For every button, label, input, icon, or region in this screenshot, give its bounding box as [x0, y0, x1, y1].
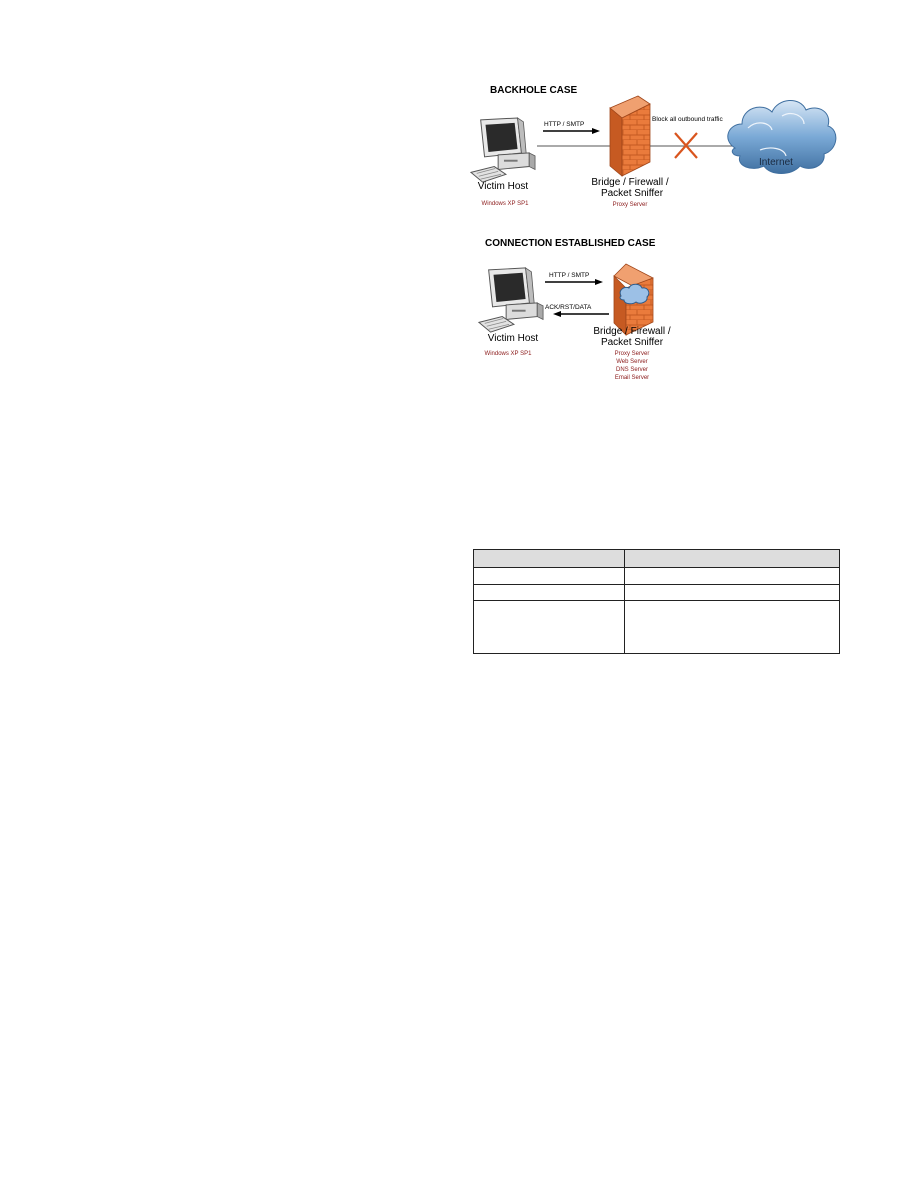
- block-x-icon: [674, 132, 698, 159]
- computer-icon: [470, 117, 536, 183]
- bridge-label-line2: Packet Sniffer: [601, 188, 664, 199]
- table-cell: [473, 567, 625, 585]
- request-arrow-label: HTTP / SMTP: [544, 121, 584, 128]
- network-diagram: BACKHOLE CASE Victim Host Windows XP SP1…: [470, 85, 837, 381]
- table-cell: [624, 600, 840, 654]
- bridge-role-label: Proxy Server: [613, 202, 648, 208]
- response-arrow-label: ACK/RST/DATA: [545, 304, 592, 311]
- backhole-case-title: BACKHOLE CASE: [490, 85, 578, 96]
- victim-host-label: Victim Host: [488, 333, 539, 344]
- table-cell: [473, 600, 625, 654]
- bridge-label-line1: Bridge / Firewall /: [591, 177, 668, 188]
- table-cell: [624, 584, 840, 601]
- table-row: [473, 567, 840, 585]
- table-row: [473, 584, 840, 601]
- bridge-label-line2: Packet Sniffer: [601, 337, 664, 348]
- victim-host-label: Victim Host: [478, 181, 529, 192]
- cloud-icon: [619, 283, 650, 305]
- internet-cloud-icon: [727, 100, 837, 174]
- table-header-cell: [473, 549, 625, 568]
- request-arrow-label: HTTP / SMTP: [549, 272, 589, 279]
- bridge-role-label: Email Server: [615, 375, 649, 381]
- request-arrowhead: [592, 128, 600, 134]
- internet-label: Internet: [759, 157, 793, 168]
- table-row: [473, 600, 840, 654]
- firewall-icon: [609, 95, 651, 177]
- table-header-row: [473, 549, 840, 568]
- computer-icon: [478, 267, 544, 333]
- bridge-role-label: DNS Server: [616, 367, 648, 373]
- table-header-cell: [624, 549, 840, 568]
- connection-established-case: CONNECTION ESTABLISHED CASE Victim Host …: [478, 238, 671, 381]
- connection-case-title: CONNECTION ESTABLISHED CASE: [485, 238, 656, 249]
- table-cell: [624, 567, 840, 585]
- request-arrowhead: [595, 279, 603, 285]
- bridge-label-line1: Bridge / Firewall /: [593, 326, 670, 337]
- block-traffic-label: Block all outbound traffic: [652, 116, 723, 123]
- table-cell: [473, 584, 625, 601]
- response-arrowhead: [553, 311, 561, 317]
- bridge-role-label: Proxy Server: [615, 351, 650, 357]
- data-table: [473, 549, 840, 654]
- backhole-case: BACKHOLE CASE Victim Host Windows XP SP1…: [470, 85, 837, 208]
- victim-os-label: Windows XP SP1: [485, 351, 533, 357]
- victim-os-label: Windows XP SP1: [482, 201, 530, 207]
- bridge-role-label: Web Server: [616, 359, 648, 365]
